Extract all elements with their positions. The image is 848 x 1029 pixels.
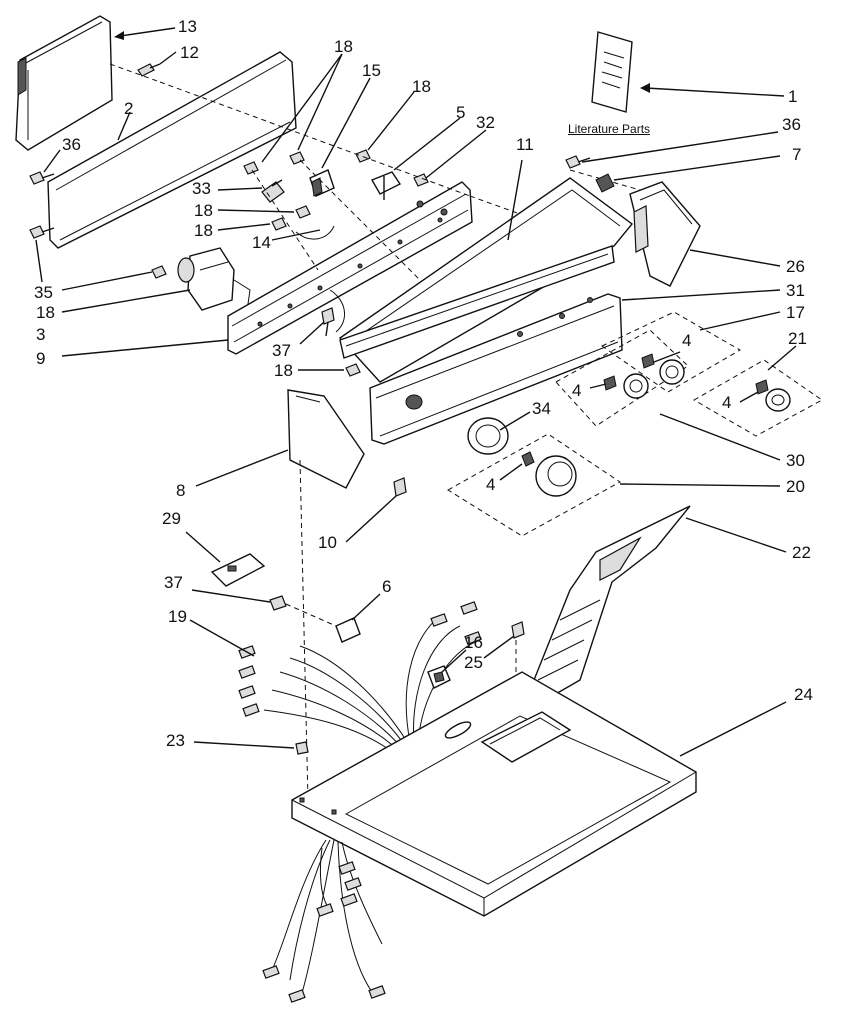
callout-4-a: 4 [682, 331, 692, 350]
callout-36-left: 36 [62, 135, 81, 154]
part-7-clip [595, 173, 615, 193]
callout-6: 6 [382, 577, 392, 596]
callout-17: 17 [786, 303, 805, 322]
part-3-switch [177, 247, 251, 311]
callout-8: 8 [176, 481, 186, 500]
literature-parts-caption: Literature Parts [568, 122, 651, 136]
part-33-clip [261, 179, 285, 203]
part-8-end-cap [287, 389, 365, 489]
callout-21: 21 [788, 329, 807, 348]
part-30-knob-group [555, 329, 689, 427]
callout-23: 23 [166, 731, 185, 750]
callout-24: 24 [794, 685, 813, 704]
part-13-end-cap [15, 15, 113, 151]
callout-12: 12 [180, 43, 199, 62]
callout-26: 26 [786, 257, 805, 276]
callout-1: 1 [788, 87, 798, 106]
callout-34: 34 [532, 399, 551, 418]
callout-18-e: 18 [36, 303, 55, 322]
callout-18-c: 18 [194, 201, 213, 220]
part-9-mounting-bracket [227, 181, 473, 355]
part-29-bracket [210, 553, 266, 587]
callout-30: 30 [786, 451, 805, 470]
part-5-switch [370, 171, 402, 200]
callout-11: 11 [516, 135, 534, 154]
part-10-screw [393, 477, 407, 497]
part-6-connector [335, 617, 361, 643]
callout-18-b: 18 [412, 77, 431, 96]
part-36-screw-right [565, 155, 591, 169]
part-26-end-cap [629, 181, 701, 287]
callout-33: 33 [192, 179, 211, 198]
callout-18-d: 18 [194, 221, 213, 240]
part-18-screws [151, 149, 371, 377]
callout-3: 3 [36, 325, 46, 344]
callout-36-right: 36 [782, 115, 801, 134]
part-37-screw-lower [269, 595, 337, 627]
part-22-duct [527, 505, 691, 712]
part-25-screw [511, 621, 525, 639]
part-16-clip [427, 665, 451, 689]
part-24-top-panel [291, 671, 697, 917]
lower-wire-harness [262, 839, 386, 1003]
callout-14: 14 [252, 233, 271, 252]
callout-32: 32 [476, 113, 495, 132]
callout-4-b: 4 [722, 393, 732, 412]
part-34-bezel [467, 417, 509, 455]
part-11-console-top [338, 177, 634, 383]
callout-7: 7 [792, 145, 802, 164]
callout-31: 31 [786, 281, 805, 300]
part-1-literature [591, 31, 633, 113]
callout-5: 5 [456, 103, 466, 122]
callout-19: 19 [168, 607, 187, 626]
part-31-control-panel [369, 293, 623, 445]
callout-35: 35 [34, 283, 53, 302]
part-21-knob-group [692, 359, 823, 437]
callout-4-c: 4 [572, 381, 582, 400]
callout-18-a: 18 [334, 37, 353, 56]
callout-29: 29 [162, 509, 181, 528]
callout-37-top: 37 [272, 341, 291, 360]
callout-37-lower: 37 [164, 573, 183, 592]
callout-9: 9 [36, 349, 46, 368]
callout-13: 13 [178, 17, 197, 36]
leader-lines [35, 27, 797, 757]
callout-20: 20 [786, 477, 805, 496]
part-23-clip [295, 741, 309, 755]
part-20-timer-knob [447, 433, 621, 537]
callout-16: 16 [464, 633, 483, 652]
callout-15: 15 [362, 61, 381, 80]
part-35-screw [29, 225, 55, 239]
part-2-rear-panel [47, 51, 297, 249]
part-37-screw-top [321, 307, 335, 337]
callout-22: 22 [792, 543, 811, 562]
callout-18-f: 18 [274, 361, 293, 380]
callout-2: 2 [124, 99, 134, 118]
callout-25: 25 [464, 653, 483, 672]
callout-10: 10 [318, 533, 337, 552]
callout-4-d: 4 [486, 475, 496, 494]
part-36-screw-left [29, 171, 55, 185]
part-17-knob-group [601, 311, 741, 393]
part-12-screw [137, 63, 161, 77]
